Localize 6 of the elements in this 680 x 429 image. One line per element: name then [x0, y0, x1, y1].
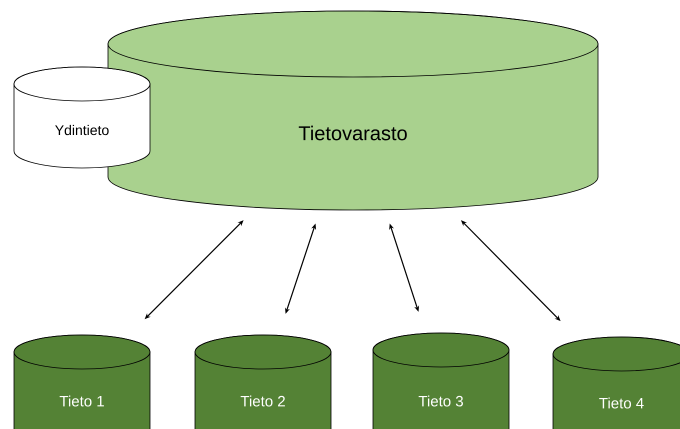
- cylinder: Tieto 1: [14, 334, 150, 429]
- cylinder: Ydintieto: [14, 66, 150, 168]
- cylinder: Tieto 4: [552, 336, 680, 429]
- cylinder: Tieto 3: [372, 332, 510, 429]
- cylinder: Tieto 2: [194, 334, 332, 429]
- cylinder: Tietovarasto: [108, 10, 598, 210]
